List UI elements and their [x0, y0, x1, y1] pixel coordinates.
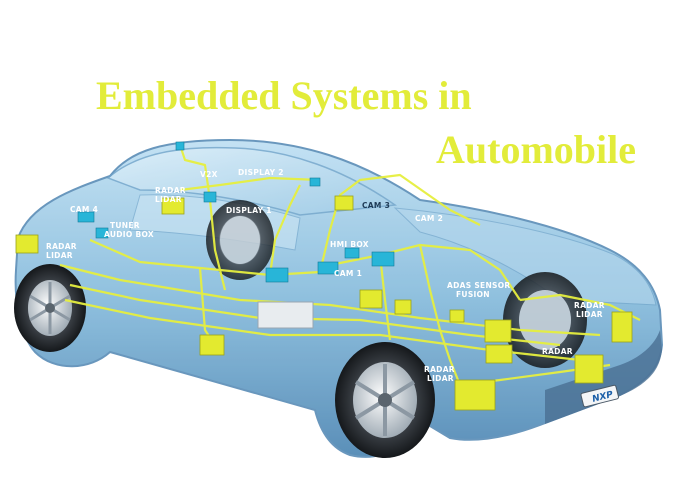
label-display-2: DISPLAY 2 [238, 168, 284, 177]
central-gateway [257, 301, 314, 329]
label-radar-rear-2: LIDAR [576, 310, 603, 319]
label-cam-4: CAM 4 [70, 205, 98, 214]
label-radar-left-2: LIDAR [46, 251, 73, 260]
label-v2x: V2X [200, 170, 218, 179]
label-radar-left-1: RADAR [46, 242, 77, 251]
rear-left-wheel [14, 264, 86, 352]
label-cam-3: CAM 3 [362, 201, 390, 210]
label-radar-front-1: RADAR [424, 365, 455, 374]
title-line-2: Automobile [436, 127, 636, 172]
label-cam-2: CAM 2 [415, 214, 443, 223]
label-display-1: DISPLAY 1 [226, 206, 272, 215]
label-hmi-box: HMI BOX [330, 240, 369, 249]
label-tuner-1: TUNER [110, 221, 140, 230]
license-plate: NXP [580, 384, 619, 408]
rear-right-wheel [206, 200, 274, 280]
label-adas-2: FUSION [456, 290, 490, 299]
label-radar: RADAR [542, 347, 573, 356]
front-left-wheel [335, 342, 435, 458]
title-line-1: Embedded Systems in [96, 73, 472, 118]
connector-blocks [77, 141, 395, 283]
label-cam-1: CAM 1 [334, 269, 362, 278]
label-tuner-2: AUDIO BOX [104, 230, 154, 239]
front-bumper [545, 330, 662, 424]
label-radar-rear-1: RADAR [574, 301, 605, 310]
label-radar-top-1: RADAR [155, 186, 186, 195]
label-radar-front-2: LIDAR [427, 374, 454, 383]
hood [393, 207, 657, 306]
ecu-modules [15, 195, 633, 411]
label-adas-1: ADAS SENSOR [447, 281, 511, 290]
label-radar-top-2: LIDAR [155, 195, 182, 204]
